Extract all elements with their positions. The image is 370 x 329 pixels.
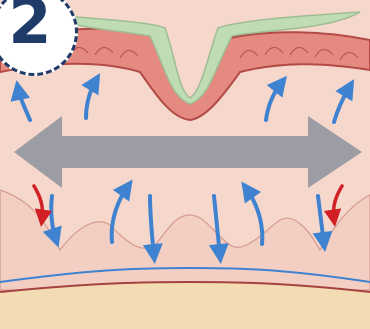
fat-layer	[0, 282, 370, 329]
step-number: 2	[0, 0, 60, 60]
